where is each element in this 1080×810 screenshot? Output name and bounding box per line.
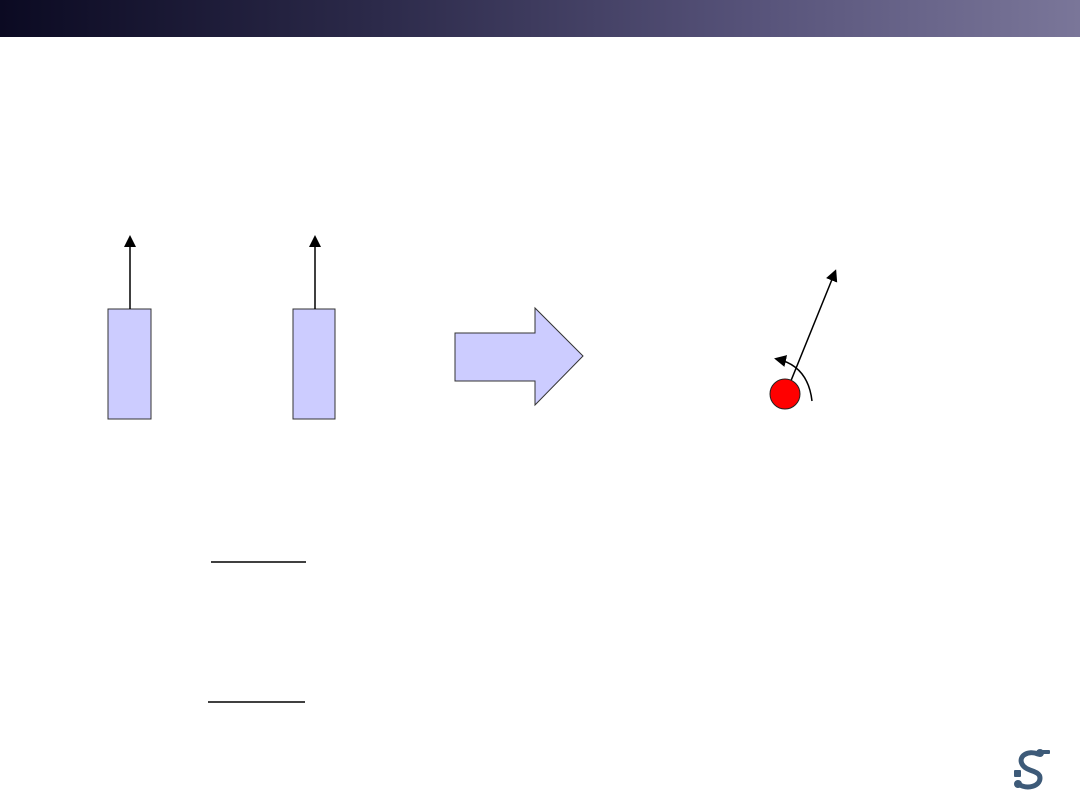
robot-arm-logo-icon [1014, 749, 1050, 790]
red-circle-icon [769, 378, 801, 410]
left-bar [107, 308, 152, 420]
right-body-group [292, 235, 336, 420]
right-bar [292, 308, 336, 420]
header-bar [0, 0, 1080, 37]
rotation-arc [774, 355, 813, 402]
combined-body-group [769, 269, 838, 410]
transform-block-arrow [454, 306, 584, 407]
combined-velocity-arrow [785, 269, 838, 394]
left-body-group [107, 235, 152, 420]
